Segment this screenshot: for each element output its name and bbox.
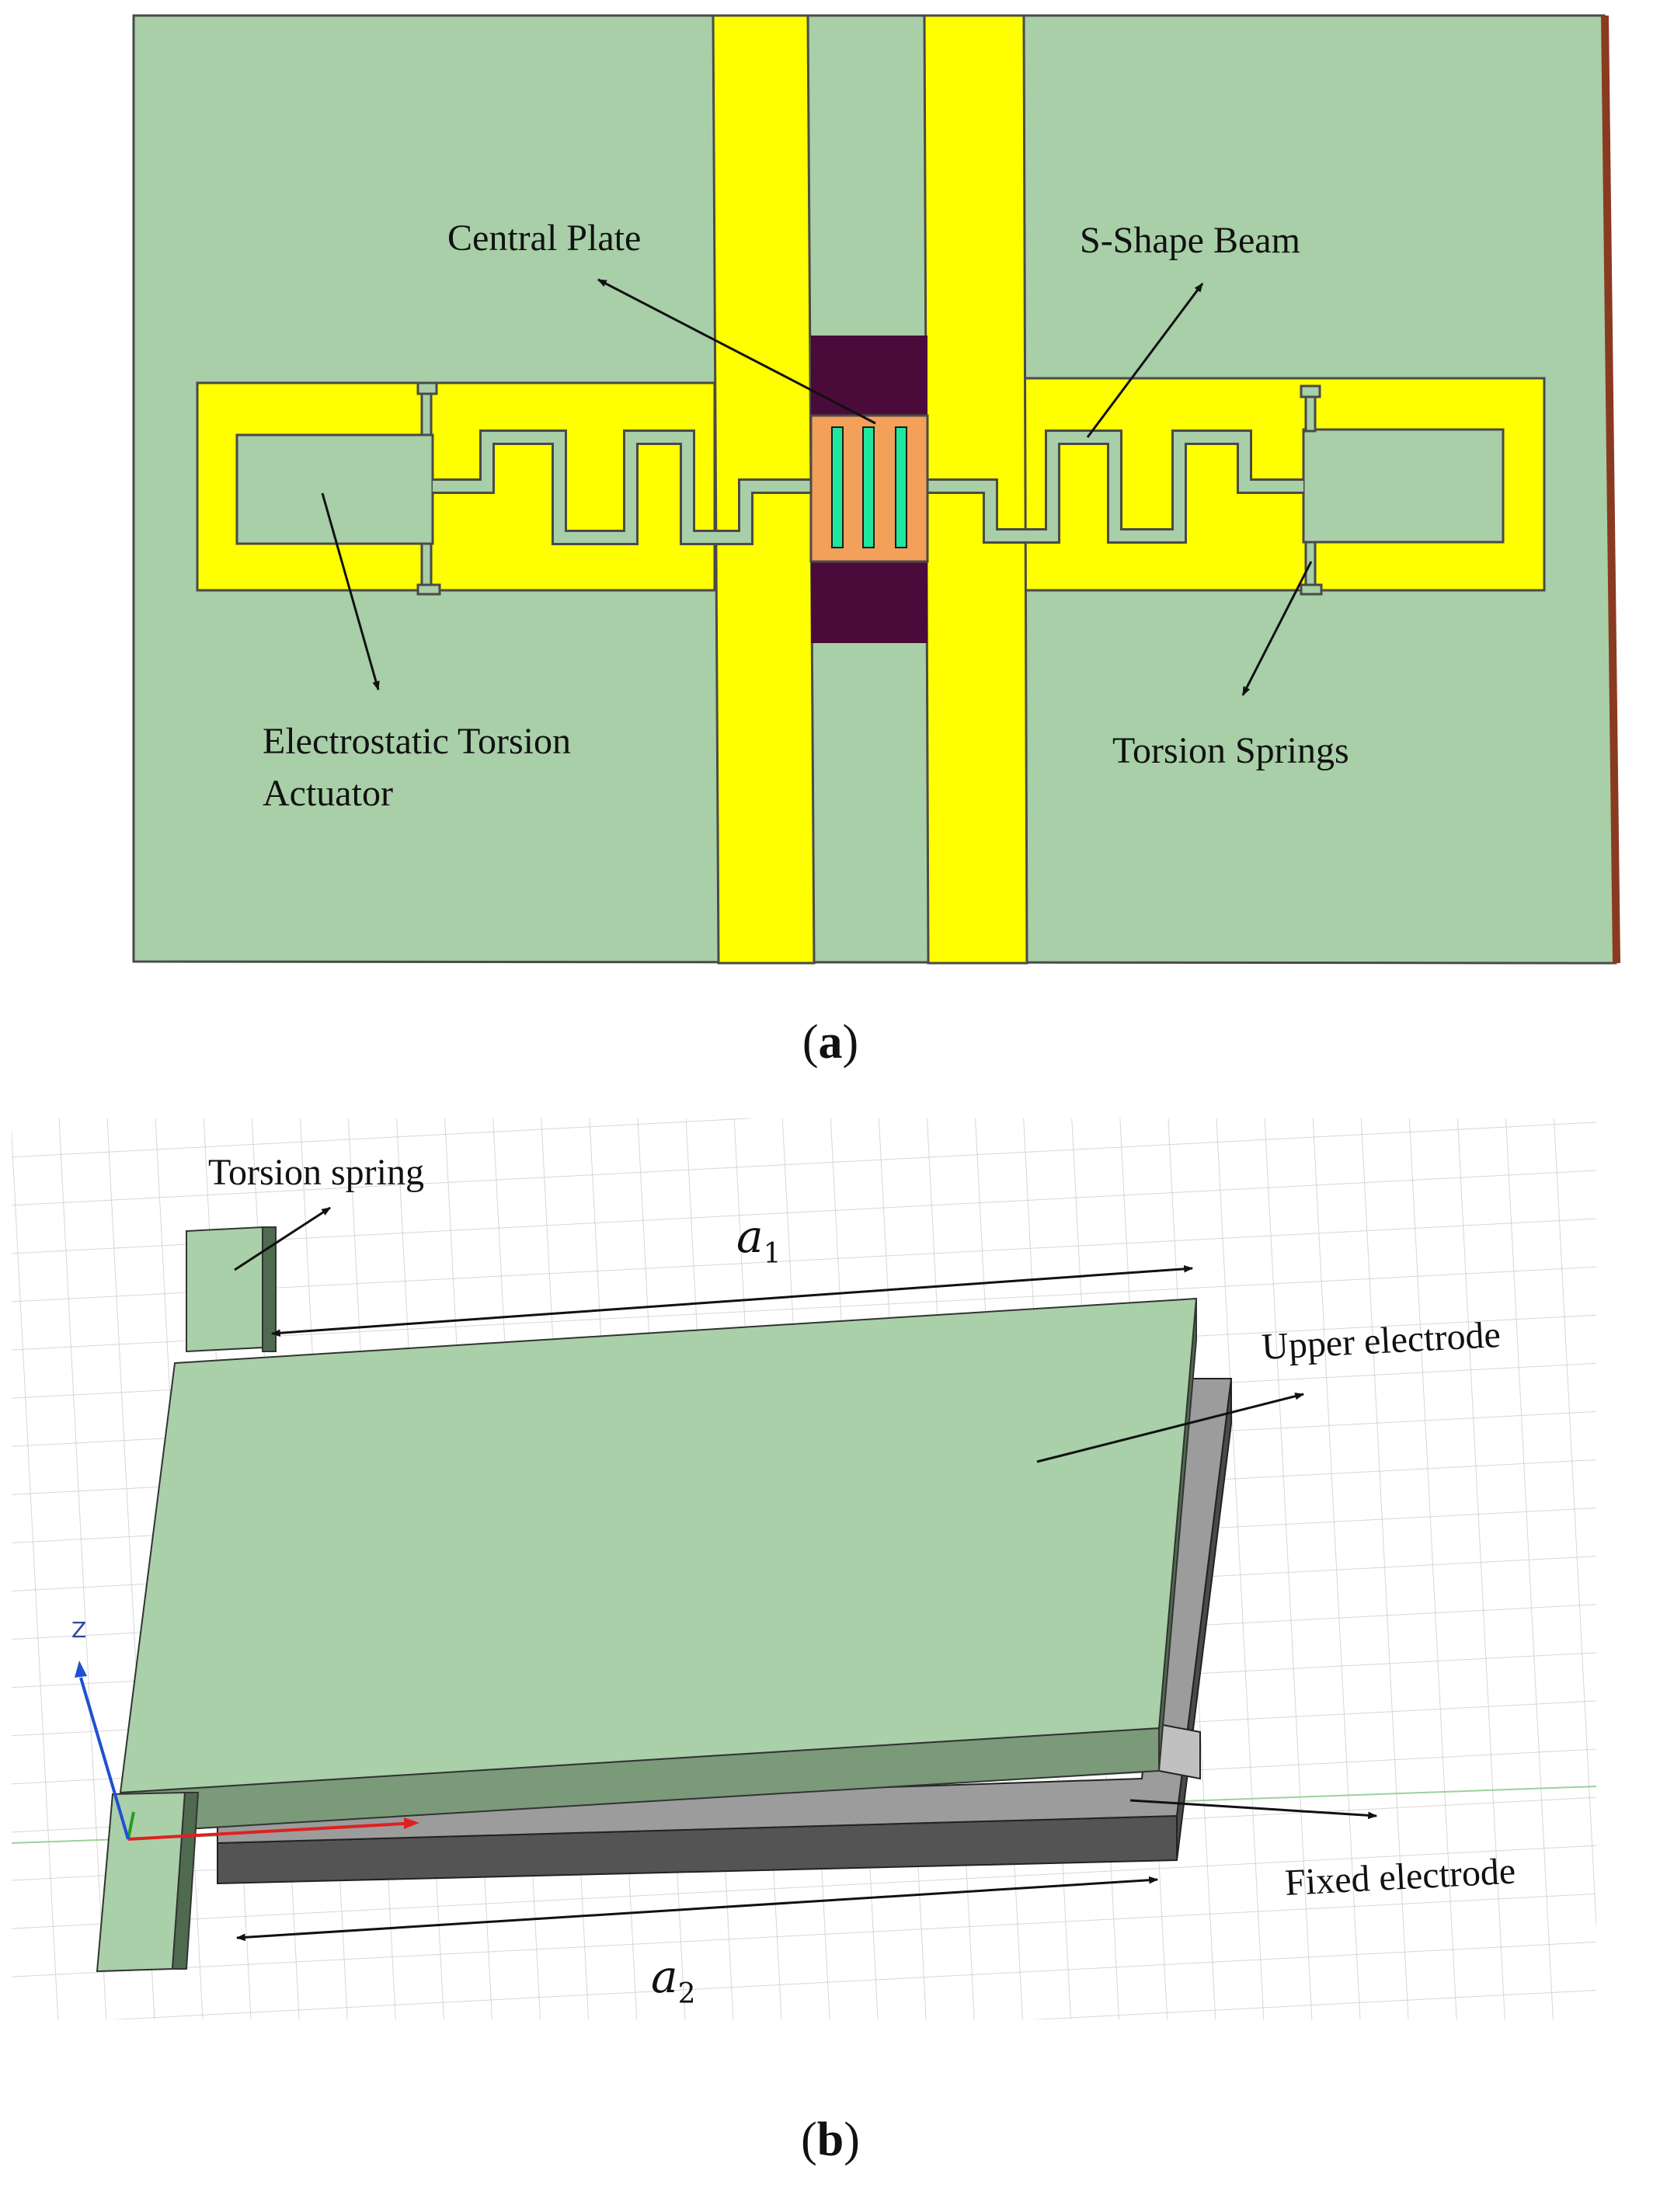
actuator-left [235,433,434,545]
plate-slot [862,426,875,548]
label-s-shape-beam: S-Shape Beam [1080,220,1300,261]
panel-a-diagram: Central Plate S-Shape Beam Electrostatic… [132,14,1620,965]
torsion-springs-right [1300,384,1323,596]
axis-z [79,1677,130,1840]
plate-slot [895,426,907,548]
torsion-springs-arrow [1241,561,1313,697]
label-torsion-spring: Torsion spring [208,1152,424,1193]
axis-x [127,1822,405,1841]
a1-dimension-arrow [270,1264,1194,1337]
caption-a: (a) [802,1016,858,1069]
torsion-springs-left [416,381,441,596]
plate-slot [831,426,844,548]
a2-dimension-arrow [235,1876,1159,1942]
label-actuator-line1: Electrostatic Torsion [263,721,571,762]
torsion-spring-arrow [234,1206,332,1271]
caption-b: (b) [801,2113,860,2166]
axis-triad: Z [71,1617,419,1841]
label-actuator-line2: Actuator [263,773,393,814]
torsion-spring-bottom [96,1791,200,1973]
axis-y [127,1811,135,1840]
upper-electrode [119,1297,1201,1835]
label-torsion-springs: Torsion Springs [1112,730,1349,771]
s-shape-beam-arrow [1086,283,1204,438]
axis-z-label: Z [71,1617,86,1643]
panel-b-diagram: Z Torsion spring Upper electrode Fixed e… [11,1118,1597,2019]
upper-electrode-arrow [1036,1393,1305,1463]
central-plate-arrow [597,278,876,425]
fixed-electrode-arrow [1129,1799,1378,1820]
label-central-plate: Central Plate [447,217,641,259]
actuator-arrow [321,492,380,691]
a1-label: a1 [736,1210,781,1270]
actuator-right [1302,428,1505,544]
a2-label: a2 [651,1950,696,2010]
torsion-spring-top [186,1226,277,1353]
substrate-edge [1601,15,1620,964]
